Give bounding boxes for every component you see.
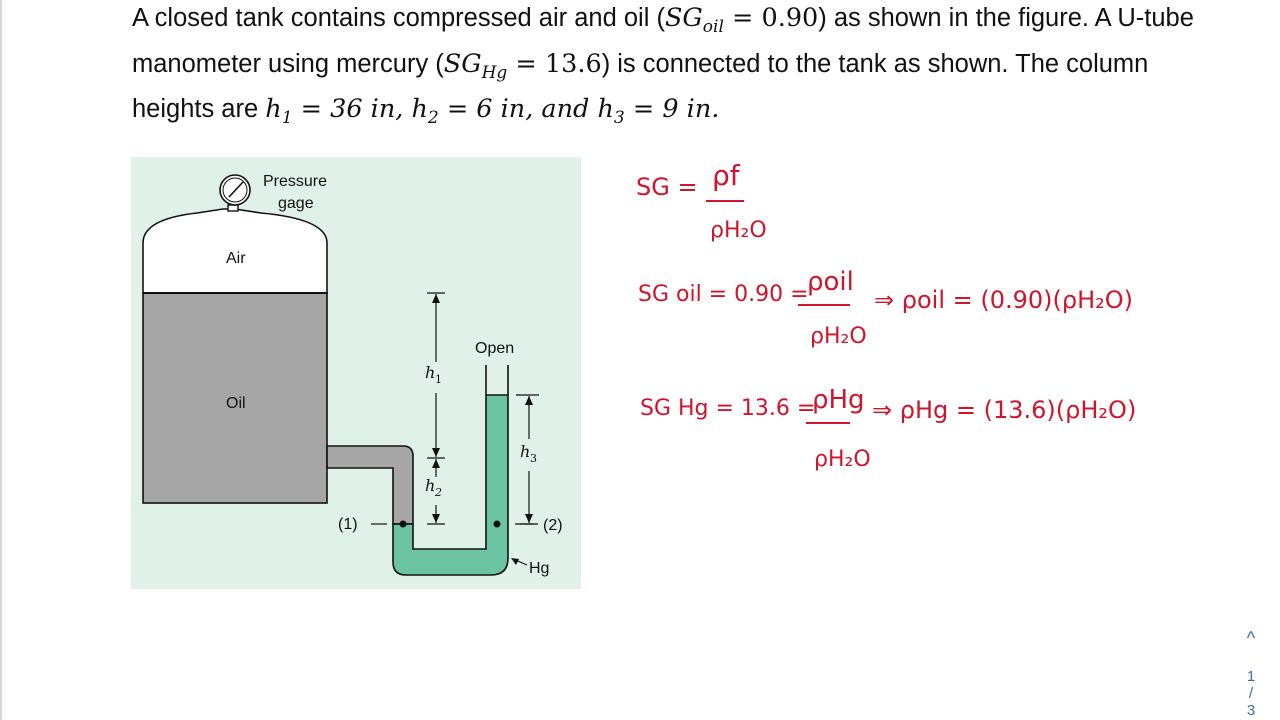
mercury-column — [392, 394, 509, 576]
value: = 36 in, — [292, 94, 412, 125]
subscript: 1 — [281, 108, 293, 129]
problem-statement: A closed tank contains compressed air an… — [132, 0, 1252, 137]
point-2-marker — [493, 520, 501, 528]
oil-label: Oil — [226, 395, 246, 412]
eq1-lhs: SG = — [636, 173, 698, 201]
value: = 6 in, and — [438, 94, 598, 125]
gage-stem — [227, 204, 239, 212]
problem-line-3: heights are h1 = 36 in, h2 = 6 in, and h… — [132, 91, 1252, 137]
eq1-denominator: ρH₂O — [710, 218, 767, 243]
eq3-numerator: ρHg — [812, 385, 865, 415]
h1-label: h — [425, 363, 435, 382]
pressure-gage-label-1: Pressure — [263, 173, 327, 190]
pipe-joint — [328, 447, 334, 467]
page-indicator: 1 / 3 — [1240, 668, 1262, 719]
h2-subscript: 2 — [434, 486, 442, 499]
subscript: oil — [702, 17, 724, 38]
air-region — [142, 208, 328, 294]
tank-manometer-figure: Pressure gage Air Oil Open h 1 h 2 h 3 (… — [131, 157, 581, 589]
point-1-marker — [399, 520, 407, 528]
eq3-rhs: ⇒ ρHg = (13.6)(ρH₂O) — [872, 396, 1136, 424]
symbol-sg: SG — [664, 3, 703, 33]
eq2-rhs: ⇒ ρoil = (0.90)(ρH₂O) — [874, 286, 1133, 314]
oil-region — [142, 292, 328, 504]
h3-label: h — [520, 442, 530, 461]
value: = 13.6 — [507, 48, 602, 79]
symbol-sg: SG — [443, 48, 482, 79]
subscript: 2 — [427, 108, 439, 129]
subscript: 3 — [613, 108, 625, 129]
text: ) is connected to the tank as shown. The… — [601, 49, 1149, 78]
hg-label: Hg — [529, 560, 549, 577]
eq2-lhs: SG oil = 0.90 = — [638, 282, 809, 307]
page-separator: / — [1248, 685, 1254, 702]
open-label: Open — [475, 340, 514, 357]
value: = 9 in. — [624, 94, 720, 125]
gage-needle — [228, 181, 244, 198]
symbol-h: h — [597, 94, 614, 125]
eq2-denominator: ρH₂O — [810, 324, 867, 349]
value: = 0.90 — [723, 3, 819, 33]
problem-line-2: manometer using mercury (SGHg = 13.6) is… — [132, 46, 1252, 92]
page-current: 1 — [1246, 668, 1256, 685]
h2-label: h — [425, 476, 435, 495]
point-1-label: (1) — [338, 516, 358, 533]
h1-subscript: 1 — [435, 373, 442, 386]
chevron-up-icon[interactable]: ^ — [1246, 628, 1256, 648]
open-tube — [485, 365, 509, 395]
point-2-label: (2) — [543, 517, 563, 534]
symbol-h: h — [265, 94, 282, 125]
eq3-lhs: SG Hg = 13.6 = — [640, 396, 815, 421]
window-edge — [0, 0, 2, 720]
pressure-gage-label-2: gage — [278, 195, 314, 212]
eq1-numerator: ρf — [712, 159, 741, 192]
handwritten-notes: SG = ρf ρH₂O SG oil = 0.90 = ρoil ρH₂O ⇒… — [636, 159, 1136, 472]
air-label: Air — [226, 250, 246, 267]
eq2-numerator: ρoil — [807, 267, 854, 297]
problem-line-1: A closed tank contains compressed air an… — [132, 0, 1252, 46]
oil-pipe — [326, 445, 414, 525]
h3-subscript: 3 — [530, 452, 537, 465]
eq3-denominator: ρH₂O — [814, 447, 871, 472]
text: A closed tank contains compressed air an… — [132, 4, 665, 32]
text: heights are — [132, 95, 266, 124]
text: manometer using mercury ( — [132, 49, 444, 78]
symbol-h: h — [411, 94, 428, 125]
subscript: Hg — [481, 62, 508, 83]
text: ) as shown in the figure. A U-tube — [818, 4, 1194, 32]
page-total: 3 — [1246, 702, 1256, 719]
